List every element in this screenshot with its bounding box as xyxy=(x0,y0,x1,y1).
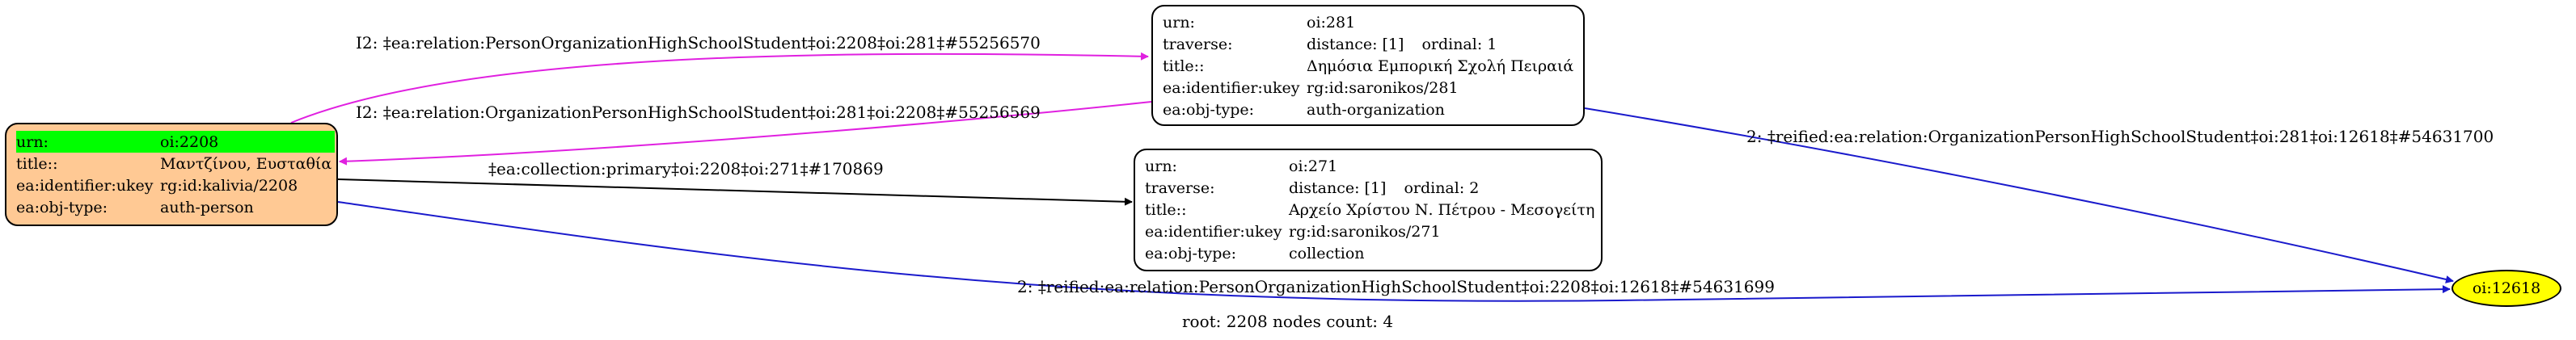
reified-node[interactable]: oi:12618 xyxy=(2451,270,2561,307)
person-urn-row: urn: oi:2208 xyxy=(16,131,336,153)
reified-node-label: oi:12618 xyxy=(2472,279,2541,297)
field-label: ea:obj-type: xyxy=(1145,244,1237,262)
field-value: oi:2208 xyxy=(160,131,336,153)
field-value: Δημόσια Εμπορική Σχολή Πειραιά xyxy=(1307,57,1574,75)
edge-label-org-to-person: I2: ‡ea:relation:OrganizationPersonHighS… xyxy=(356,103,1041,122)
field-label: ea:obj-type: xyxy=(1163,100,1255,119)
field-value: collection xyxy=(1289,244,1365,262)
field-value: distance: [1] ordinal: 2 xyxy=(1289,177,1598,199)
field-value: Μαντζίνου, Ευσταθία xyxy=(160,154,332,173)
field-value: distance: [1] ordinal: 1 xyxy=(1307,33,1577,55)
org-objtype-row: ea:obj-type: auth-organization xyxy=(1163,99,1577,120)
organization-node[interactable]: urn: oi:281 traverse: distance: [1] ordin… xyxy=(1151,5,1585,126)
field-value: rg:id:saronikos/271 xyxy=(1289,222,1441,241)
collection-fields: urn: oi:271 traverse: distance: [1] ordin… xyxy=(1145,155,1598,264)
ordinal-value: ordinal: 2 xyxy=(1404,178,1480,197)
col-ukey-row: ea:identifier:ukey rg:id:saronikos/271 xyxy=(1145,220,1598,242)
edge-label-person-to-reified: 2: ‡reified:ea:relation:PersonOrganizati… xyxy=(1017,277,1775,296)
edge-person-to-collection xyxy=(337,178,1133,206)
collection-node[interactable]: urn: oi:271 traverse: distance: [1] ordin… xyxy=(1134,149,1603,271)
org-urn-row: urn: oi:281 xyxy=(1163,11,1577,33)
edge-label-person-to-collection: ‡ea:collection:primary‡oi:2208‡oi:271‡#1… xyxy=(488,159,884,178)
field-value: oi:281 xyxy=(1307,13,1356,31)
field-value: auth-organization xyxy=(1307,100,1445,119)
field-label: urn: xyxy=(1145,157,1177,175)
graph-footer: root: 2208 nodes count: 4 xyxy=(1182,312,1394,331)
col-objtype-row: ea:obj-type: collection xyxy=(1145,242,1598,264)
field-value: rg:id:saronikos/281 xyxy=(1307,78,1459,97)
person-fields: urn: oi:2208 title:: Μαντζίνου, Ευσταθία… xyxy=(16,131,336,218)
col-title-row: title:: Αρχείο Χρίστου Ν. Πέτρου - Μεσογ… xyxy=(1145,199,1598,220)
col-urn-row: urn: oi:271 xyxy=(1145,155,1598,177)
field-label: title:: xyxy=(16,154,58,173)
field-label: traverse: xyxy=(1163,35,1233,53)
field-label: ea:identifier:ukey xyxy=(1163,78,1300,97)
distance-value: distance: [1] xyxy=(1289,178,1387,197)
field-value: oi:271 xyxy=(1289,157,1338,175)
org-ukey-row: ea:identifier:ukey rg:id:saronikos/281 xyxy=(1163,77,1577,99)
person-node[interactable]: urn: oi:2208 title:: Μαντζίνου, Ευσταθία… xyxy=(5,123,338,226)
edge-person-to-reified xyxy=(337,201,2451,302)
field-value: auth-person xyxy=(160,198,254,216)
distance-value: distance: [1] xyxy=(1307,35,1404,53)
edge-org-to-person xyxy=(339,101,1152,166)
person-title-row: title:: Μαντζίνου, Ευσταθία xyxy=(16,153,335,174)
field-label: ea:obj-type: xyxy=(16,198,108,216)
ordinal-value: ordinal: 1 xyxy=(1421,35,1497,53)
field-label: ea:identifier:ukey xyxy=(16,176,154,195)
field-label: title:: xyxy=(1145,200,1187,219)
field-label: title:: xyxy=(1163,57,1205,75)
field-label: ea:identifier:ukey xyxy=(1145,222,1282,241)
org-traverse-row: traverse: distance: [1] ordinal: 1 xyxy=(1163,33,1577,55)
organization-fields: urn: oi:281 traverse: distance: [1] ordin… xyxy=(1163,11,1577,120)
field-value: rg:id:kalivia/2208 xyxy=(160,176,298,195)
edge-label-person-to-org: I2: ‡ea:relation:PersonOrganizationHighS… xyxy=(356,33,1041,52)
edge-label-org-to-reified: 2: ‡reified:ea:relation:OrganizationPers… xyxy=(1746,127,2494,146)
field-value: Αρχείο Χρίστου Ν. Πέτρου - Μεσογείτη xyxy=(1289,200,1595,219)
person-ukey-row: ea:identifier:ukey rg:id:kalivia/2208 xyxy=(16,174,335,196)
col-traverse-row: traverse: distance: [1] ordinal: 2 xyxy=(1145,177,1598,199)
edge-org-to-reified xyxy=(1584,107,2454,283)
field-label: urn: xyxy=(1163,13,1195,31)
org-title-row: title:: Δημόσια Εμπορική Σχολή Πειραιά xyxy=(1163,55,1577,77)
person-objtype-row: ea:obj-type: auth-person xyxy=(16,196,335,218)
field-label: traverse: xyxy=(1145,178,1215,197)
edge-person-to-org xyxy=(290,52,1149,124)
field-label: urn: xyxy=(16,131,160,153)
